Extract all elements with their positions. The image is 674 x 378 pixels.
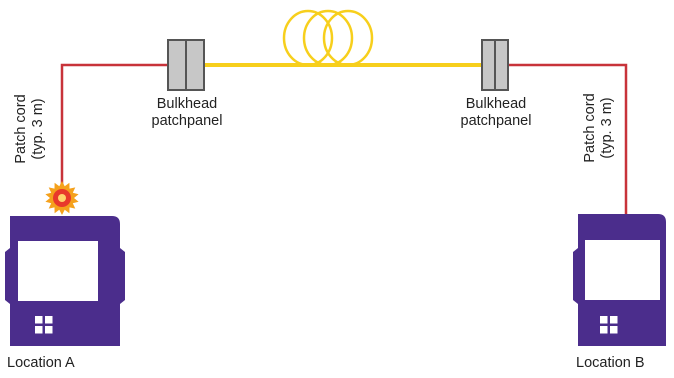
patch-cord-right (509, 63, 628, 215)
test-instrument-right (573, 214, 666, 346)
light-burst-icon (45, 181, 79, 215)
patch-cord-left-line1: Patch cord (13, 94, 29, 164)
bulkhead-left-icon (167, 39, 205, 91)
grid-icon (600, 316, 618, 334)
patch-cord-left (60, 63, 167, 198)
bulkhead-right-label: Bulkhead patchpanel (441, 96, 551, 130)
bulkhead-left-label: Bulkhead patchpanel (132, 96, 242, 130)
bulkhead-right-icon (481, 39, 509, 91)
location-a-label: Location A (7, 355, 75, 371)
fiber-spool-icon (282, 9, 374, 67)
bulkhead-right-line1: Bulkhead (465, 96, 527, 112)
bulkhead-left-line1: Bulkhead (156, 96, 218, 112)
patch-cord-left-line2: (typ. 3 m) (30, 98, 46, 160)
bulkhead-left-line2: patchpanel (151, 113, 223, 129)
location-b-label: Location B (576, 355, 645, 371)
patch-cord-right-label: Patch cord (typ. 3 m) (582, 86, 622, 170)
grid-icon (35, 316, 53, 334)
bulkhead-right-line2: patchpanel (460, 113, 532, 129)
patch-cord-right-line1: Patch cord (582, 93, 598, 163)
test-instrument-left (5, 216, 125, 346)
patch-cord-right-line2: (typ. 3 m) (599, 97, 615, 159)
patch-cord-left-label: Patch cord (typ. 3 m) (13, 87, 53, 171)
